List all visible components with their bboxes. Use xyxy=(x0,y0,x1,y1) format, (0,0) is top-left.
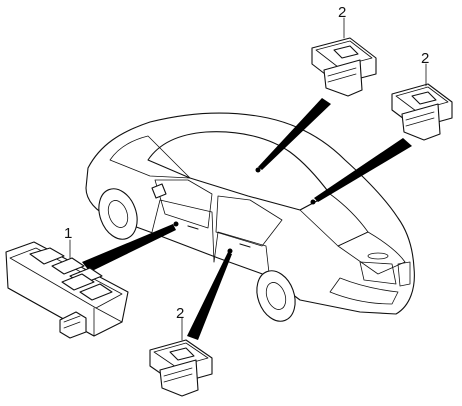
callout-1: 1 xyxy=(64,225,72,242)
pointer-dot-front-passenger xyxy=(227,248,233,254)
main-window-switch: 1 xyxy=(5,225,129,339)
car-front-hubcap xyxy=(107,200,129,228)
car-rear-door xyxy=(213,231,271,283)
rear-left-switch-connector-pins xyxy=(327,67,357,83)
rear-left-switch-button xyxy=(333,45,359,59)
car-front-window xyxy=(154,179,213,229)
car-rear-hubcap xyxy=(265,282,287,310)
pointer-front-passenger xyxy=(187,252,232,340)
pointer-dot-rear-left xyxy=(255,167,261,173)
car-tail-light xyxy=(397,261,411,287)
front-passenger-switch-top-face xyxy=(153,342,209,368)
car-illustration xyxy=(85,112,415,322)
car-front-door-handle xyxy=(187,225,199,230)
rear-right-switch-connector-pins xyxy=(405,111,435,127)
car-windshield xyxy=(109,135,191,179)
car-rear-door-handle xyxy=(239,243,251,248)
car-roof xyxy=(147,131,331,211)
pointer-rear-left xyxy=(258,98,331,170)
pointer-dot-main-switch xyxy=(173,221,179,227)
front-passenger-switch-connector-pins xyxy=(163,367,193,383)
pointer-lines xyxy=(82,98,412,340)
main-switch-top-face xyxy=(9,247,123,309)
front-passenger-switch-button xyxy=(169,347,195,361)
pointer-dot-rear-right xyxy=(310,199,316,205)
car-front-wheel xyxy=(98,188,138,240)
main-switch-button-rl xyxy=(61,273,95,291)
car-rear-window xyxy=(215,195,283,247)
callout-2a: 2 xyxy=(338,4,346,21)
rear-right-window-switch: 2 xyxy=(391,50,453,141)
rear-right-switch-button xyxy=(411,91,437,105)
car-rear-bumper xyxy=(329,277,399,305)
main-switch-button-rr xyxy=(79,283,113,301)
main-switch-connector-pins xyxy=(63,315,81,329)
pointer-rear-right xyxy=(314,138,412,202)
main-switch-lock-button xyxy=(29,247,65,265)
callout-2b: 2 xyxy=(421,50,429,67)
rear-right-switch-top-face xyxy=(395,86,449,112)
front-passenger-window-switch: 2 xyxy=(149,305,213,397)
rear-left-window-switch: 2 xyxy=(311,4,377,97)
car-license-plate xyxy=(359,261,397,285)
car-rear-glass xyxy=(299,193,369,247)
car-front-door xyxy=(151,199,215,263)
callout-2c: 2 xyxy=(176,305,184,322)
pointer-main-switch xyxy=(82,224,176,272)
rear-left-switch-top-face xyxy=(315,40,373,68)
car-rear-wheel xyxy=(256,270,296,322)
car-side-mirror xyxy=(151,183,167,199)
main-switch-button-fl xyxy=(51,257,85,275)
car-emblem xyxy=(367,252,389,260)
car-trunk-lid xyxy=(337,231,406,275)
